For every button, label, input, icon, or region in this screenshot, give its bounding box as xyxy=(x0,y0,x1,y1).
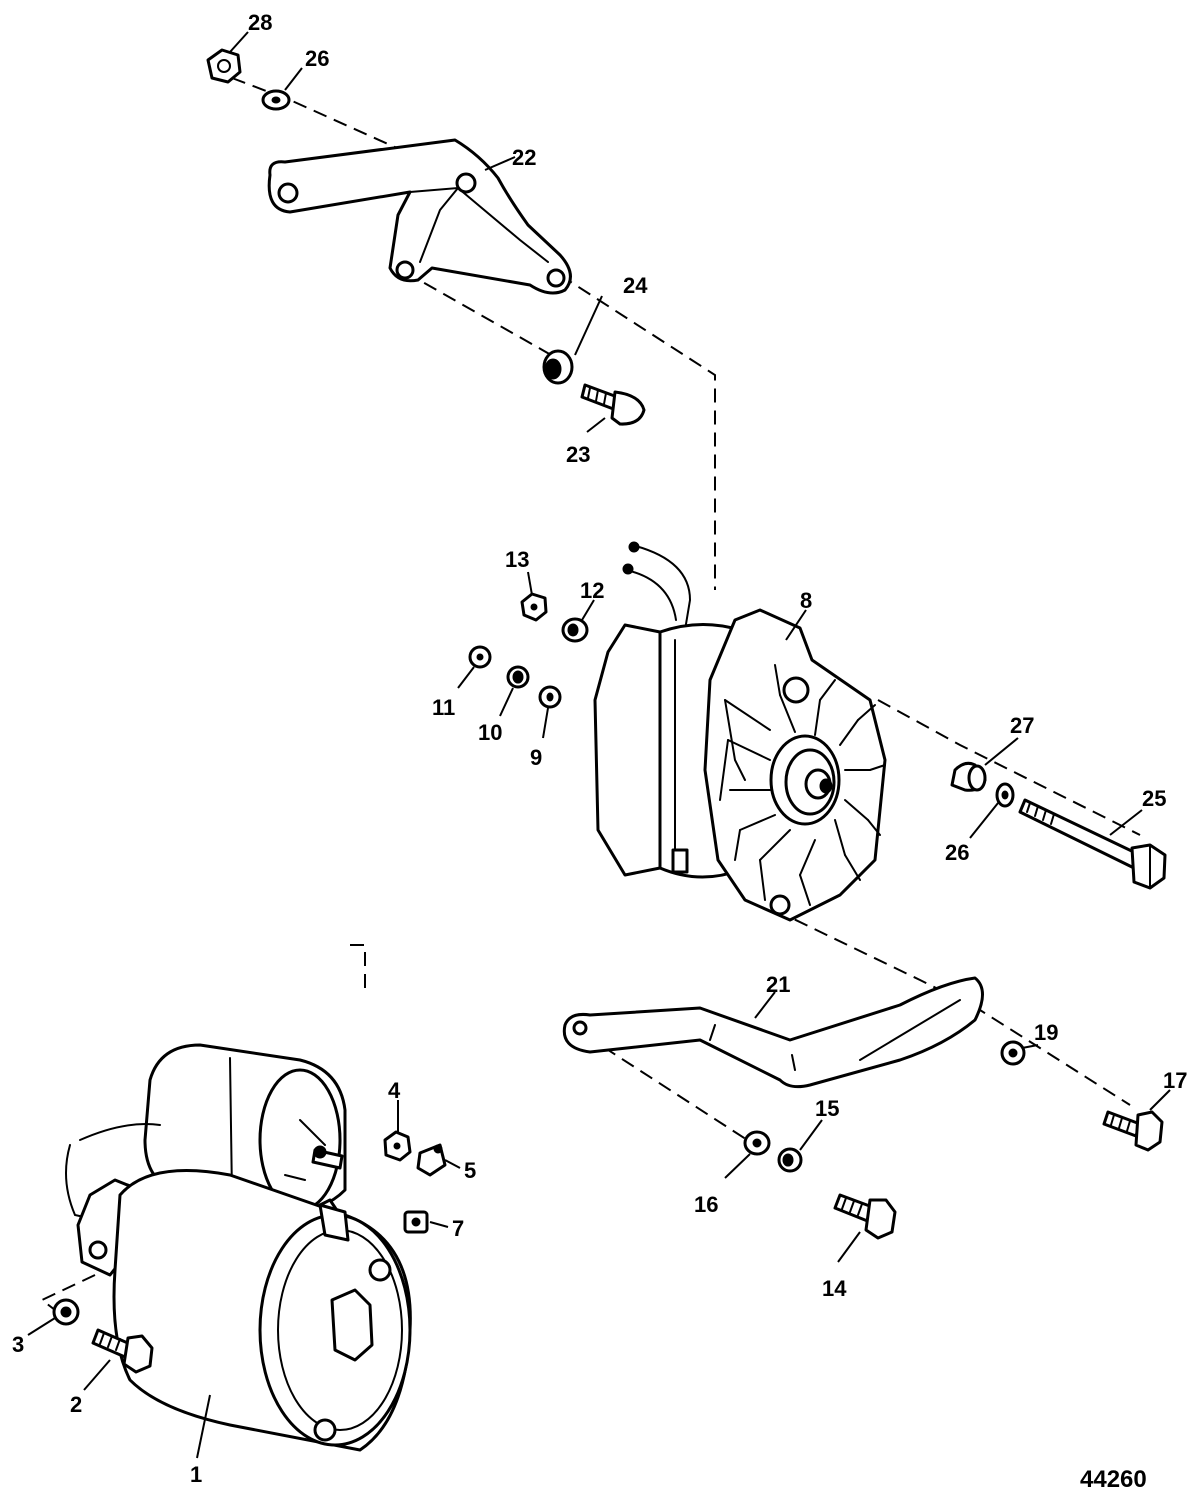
callout-24: 24 xyxy=(623,273,648,298)
callout-26-middle: 26 xyxy=(945,840,969,865)
callout-19: 19 xyxy=(1034,1020,1058,1045)
callout-2: 2 xyxy=(70,1392,82,1417)
callout-7: 7 xyxy=(452,1216,464,1241)
callout-26-top: 26 xyxy=(305,46,329,71)
bolt-2 xyxy=(91,1328,154,1374)
washer-9 xyxy=(538,685,562,709)
callout-11: 11 xyxy=(432,695,455,720)
callout-8: 8 xyxy=(800,588,812,613)
callout-17: 17 xyxy=(1163,1068,1187,1093)
callout-9: 9 xyxy=(530,745,542,770)
adjusting-brace-21 xyxy=(562,976,984,1089)
callout-13: 13 xyxy=(505,547,529,572)
callout-23: 23 xyxy=(566,442,590,467)
callout-21: 21 xyxy=(766,972,790,997)
upper-mounting-bracket xyxy=(267,138,572,295)
callout-5: 5 xyxy=(464,1158,476,1183)
callout-15: 15 xyxy=(815,1096,839,1121)
callout-27: 27 xyxy=(1010,713,1034,738)
callout-4: 4 xyxy=(388,1078,401,1103)
nut-12 xyxy=(561,617,589,643)
callout-22: 22 xyxy=(512,145,536,170)
callout-28: 28 xyxy=(248,10,272,35)
nut-15 xyxy=(777,1147,803,1173)
callout-14: 14 xyxy=(822,1276,847,1301)
callout-10: 10 xyxy=(478,720,502,745)
callout-labels: 28 26 22 24 23 13 12 11 10 9 8 27 26 25 … xyxy=(12,10,1187,1493)
washer-26-middle xyxy=(995,782,1015,808)
figure-reference-number: 44260 xyxy=(1080,1466,1147,1493)
callout-16: 16 xyxy=(694,1192,718,1217)
washer-19 xyxy=(1000,1040,1026,1066)
bolt-14 xyxy=(833,1193,897,1240)
terminal-5 xyxy=(416,1143,447,1177)
nut-10 xyxy=(506,665,530,689)
callout-25: 25 xyxy=(1142,786,1166,811)
starter-motor-1 xyxy=(65,1043,412,1452)
callout-12: 12 xyxy=(580,578,604,603)
spacer-24 xyxy=(542,349,574,385)
callout-3: 3 xyxy=(12,1332,24,1357)
spacer-27 xyxy=(950,761,987,792)
alternator-8 xyxy=(593,541,887,922)
nut-13 xyxy=(520,592,548,622)
washer-26-top xyxy=(261,89,291,111)
assembly-lines xyxy=(40,77,1141,1311)
nut-7 xyxy=(403,1210,429,1234)
leader-lines xyxy=(27,31,1171,1459)
bolt-17 xyxy=(1102,1110,1164,1152)
bolt-23 xyxy=(580,383,646,426)
bolt-25 xyxy=(1018,798,1167,890)
nut-28 xyxy=(206,48,242,84)
callout-1: 1 xyxy=(190,1462,202,1487)
washer-3 xyxy=(52,1298,80,1326)
nut-11 xyxy=(468,645,492,669)
nut-4 xyxy=(383,1130,412,1162)
washer-16 xyxy=(743,1130,771,1156)
